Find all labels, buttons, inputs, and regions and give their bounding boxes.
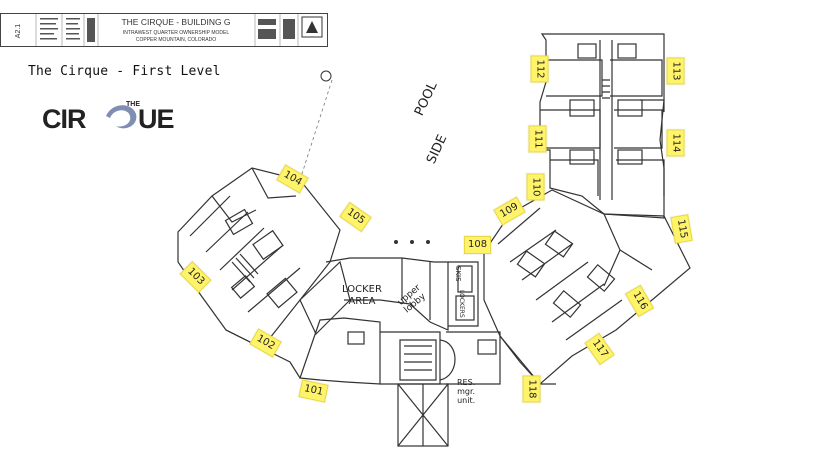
res-mgr-line-2: mgr. bbox=[457, 387, 476, 396]
res-mgr-line-3: unit. bbox=[457, 396, 476, 405]
central-core bbox=[299, 257, 501, 385]
logo-word-left: CIR bbox=[42, 104, 86, 134]
cirque-logo: THE CIR UE bbox=[42, 101, 175, 134]
project-title: THE CIRQUE - BUILDING G bbox=[121, 17, 230, 27]
pool-edge-dots bbox=[394, 240, 430, 244]
page-title: The Cirque - First Level bbox=[28, 64, 221, 79]
project-subtitle-1: INTRAWEST QUARTER OWNERSHIP MODEL bbox=[123, 30, 229, 36]
unit-tag-114[interactable]: 114 bbox=[666, 129, 685, 157]
logo-the: THE bbox=[126, 101, 140, 108]
unit-tag-108[interactable]: 108 bbox=[464, 236, 492, 254]
revision-columns bbox=[35, 14, 299, 46]
drawing-title-block: A2.1 THE CIRQUE - BUILDING G INTRAWEST Q… bbox=[0, 13, 328, 47]
locker-area-label: LOCKER AREA bbox=[342, 284, 382, 308]
right-upper-tower bbox=[539, 33, 665, 219]
skis-label: SKIS bbox=[454, 266, 462, 282]
unit-tag-112[interactable]: 112 bbox=[530, 55, 549, 83]
project-subtitle-2: COPPER MOUNTAIN, COLORADO bbox=[136, 37, 216, 43]
res-mgr-label: RES. mgr. unit. bbox=[457, 378, 475, 405]
locker-area-line-1: LOCKER bbox=[342, 284, 382, 295]
res-mgr-line-1: RES. bbox=[457, 378, 476, 387]
pool-axis-line bbox=[299, 79, 333, 181]
lockers-label: LOCKERS bbox=[458, 290, 465, 318]
north-marker-icon bbox=[320, 70, 332, 82]
unit-tag-113[interactable]: 113 bbox=[666, 57, 685, 85]
logo-swirl-icon bbox=[106, 105, 137, 129]
unit-tag-111[interactable]: 111 bbox=[528, 125, 547, 153]
unit-tag-110[interactable]: 110 bbox=[526, 173, 545, 201]
logo-word-right: UE bbox=[138, 104, 174, 134]
left-wing bbox=[177, 167, 351, 379]
fine-print-rows bbox=[40, 18, 295, 42]
unit-tag-118[interactable]: 118 bbox=[522, 375, 541, 403]
right-lower-wing bbox=[483, 189, 691, 385]
locker-area-line-2: AREA bbox=[348, 296, 376, 307]
sheet-number: A2.1 bbox=[15, 24, 22, 39]
entry-stair bbox=[397, 383, 449, 447]
